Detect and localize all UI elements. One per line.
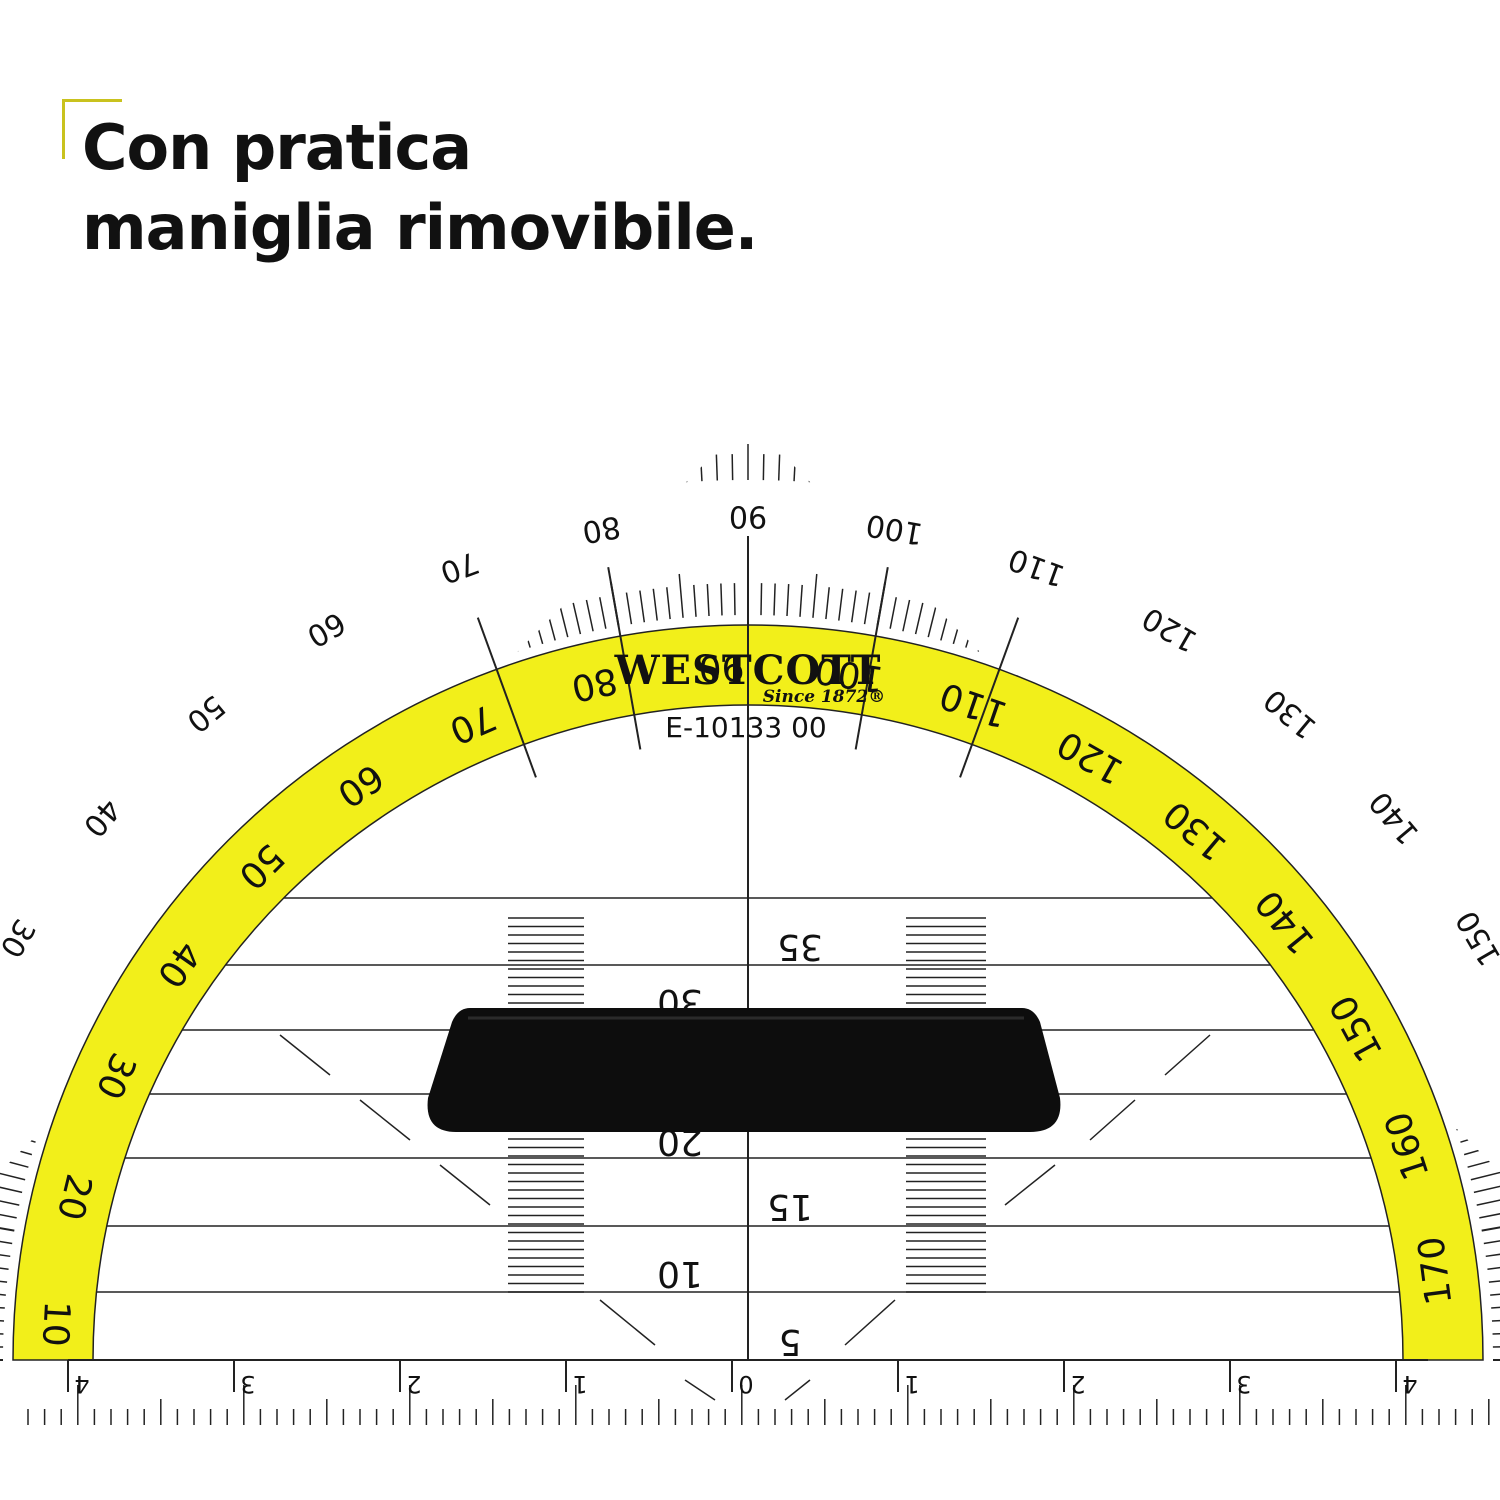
headline-line-2: maniglia rimovibile. (82, 191, 758, 264)
diagonal-guide (844, 1299, 896, 1346)
yellow-scale-label: 100 (812, 649, 886, 700)
yellow-angle-band (12, 624, 1484, 1361)
yellow-scale-label: 80 (567, 659, 621, 709)
outer-scale-label: 120 (1136, 600, 1203, 659)
corner-accent-mark (62, 99, 122, 159)
outer-scale-label: 130 (1257, 682, 1323, 746)
outer-scale-label: 50 (180, 688, 232, 739)
diagonal-guide (1089, 1099, 1136, 1141)
angle-ray (609, 581, 642, 750)
grip-handle-icon[interactable] (427, 1008, 1061, 1132)
ruler-label-right: 4 (1402, 1370, 1417, 1398)
ruler-label-left: 2 (406, 1370, 421, 1398)
outer-scale-label: 60 (301, 604, 352, 653)
diagonal-guide (279, 1034, 331, 1076)
yellow-scale-label: 90 (698, 646, 745, 689)
ruler-label-left: 1 (572, 1370, 587, 1398)
ruler-label-left: 3 (240, 1370, 255, 1398)
diagonal-guide (1164, 1034, 1211, 1076)
outer-scale-label: 80 (580, 508, 624, 549)
ruler-label-left: 4 (74, 1370, 89, 1398)
ruler-label-right: 2 (1070, 1370, 1085, 1398)
diagonal-guide (1004, 1164, 1056, 1206)
brand-name: WESTCOTT (614, 647, 882, 694)
diagonal-guide (359, 1099, 411, 1141)
outer-scale-label: 30 (0, 913, 42, 964)
outer-scale-label: 140 (1363, 784, 1427, 850)
vertical-scale-label: 35 (777, 926, 823, 967)
brand-block: WESTCOTT Since 1872® E-10133 00 (614, 647, 886, 744)
angle-ray (959, 617, 1020, 778)
vertical-scale-label: 15 (767, 1186, 813, 1227)
ruler-label-right: 1 (904, 1370, 919, 1398)
vertical-scale-label: 5 (779, 1321, 802, 1362)
outer-scale-label: 100 (863, 507, 925, 551)
outer-scale-label: 110 (1004, 541, 1070, 593)
yellow-scale-label: 170 (1411, 1234, 1461, 1307)
ruler-zero-label: 0 (738, 1370, 753, 1398)
outer-scale-label: 150 (1449, 904, 1500, 971)
yellow-scale-label: 10 (34, 1300, 77, 1348)
headline: Con pratica maniglia rimovibile. (82, 108, 758, 268)
diagonal-guide (684, 1379, 716, 1401)
angle-ray (476, 617, 537, 778)
diagonal-guide (599, 1299, 656, 1346)
outer-scale-label: 70 (435, 544, 483, 590)
ruler-label-right: 3 (1236, 1370, 1251, 1398)
vertical-scale-label: 10 (657, 1253, 703, 1294)
model-number: E-10133 00 (665, 711, 826, 744)
headline-line-1: Con pratica (82, 111, 472, 184)
outer-scale-label: 40 (76, 792, 127, 844)
diagonal-guide (784, 1379, 811, 1401)
angle-ray (854, 581, 887, 750)
brand-tagline: Since 1872® (763, 687, 886, 707)
outer-scale-label: 90 (729, 499, 767, 534)
diagonal-guide (439, 1164, 491, 1206)
